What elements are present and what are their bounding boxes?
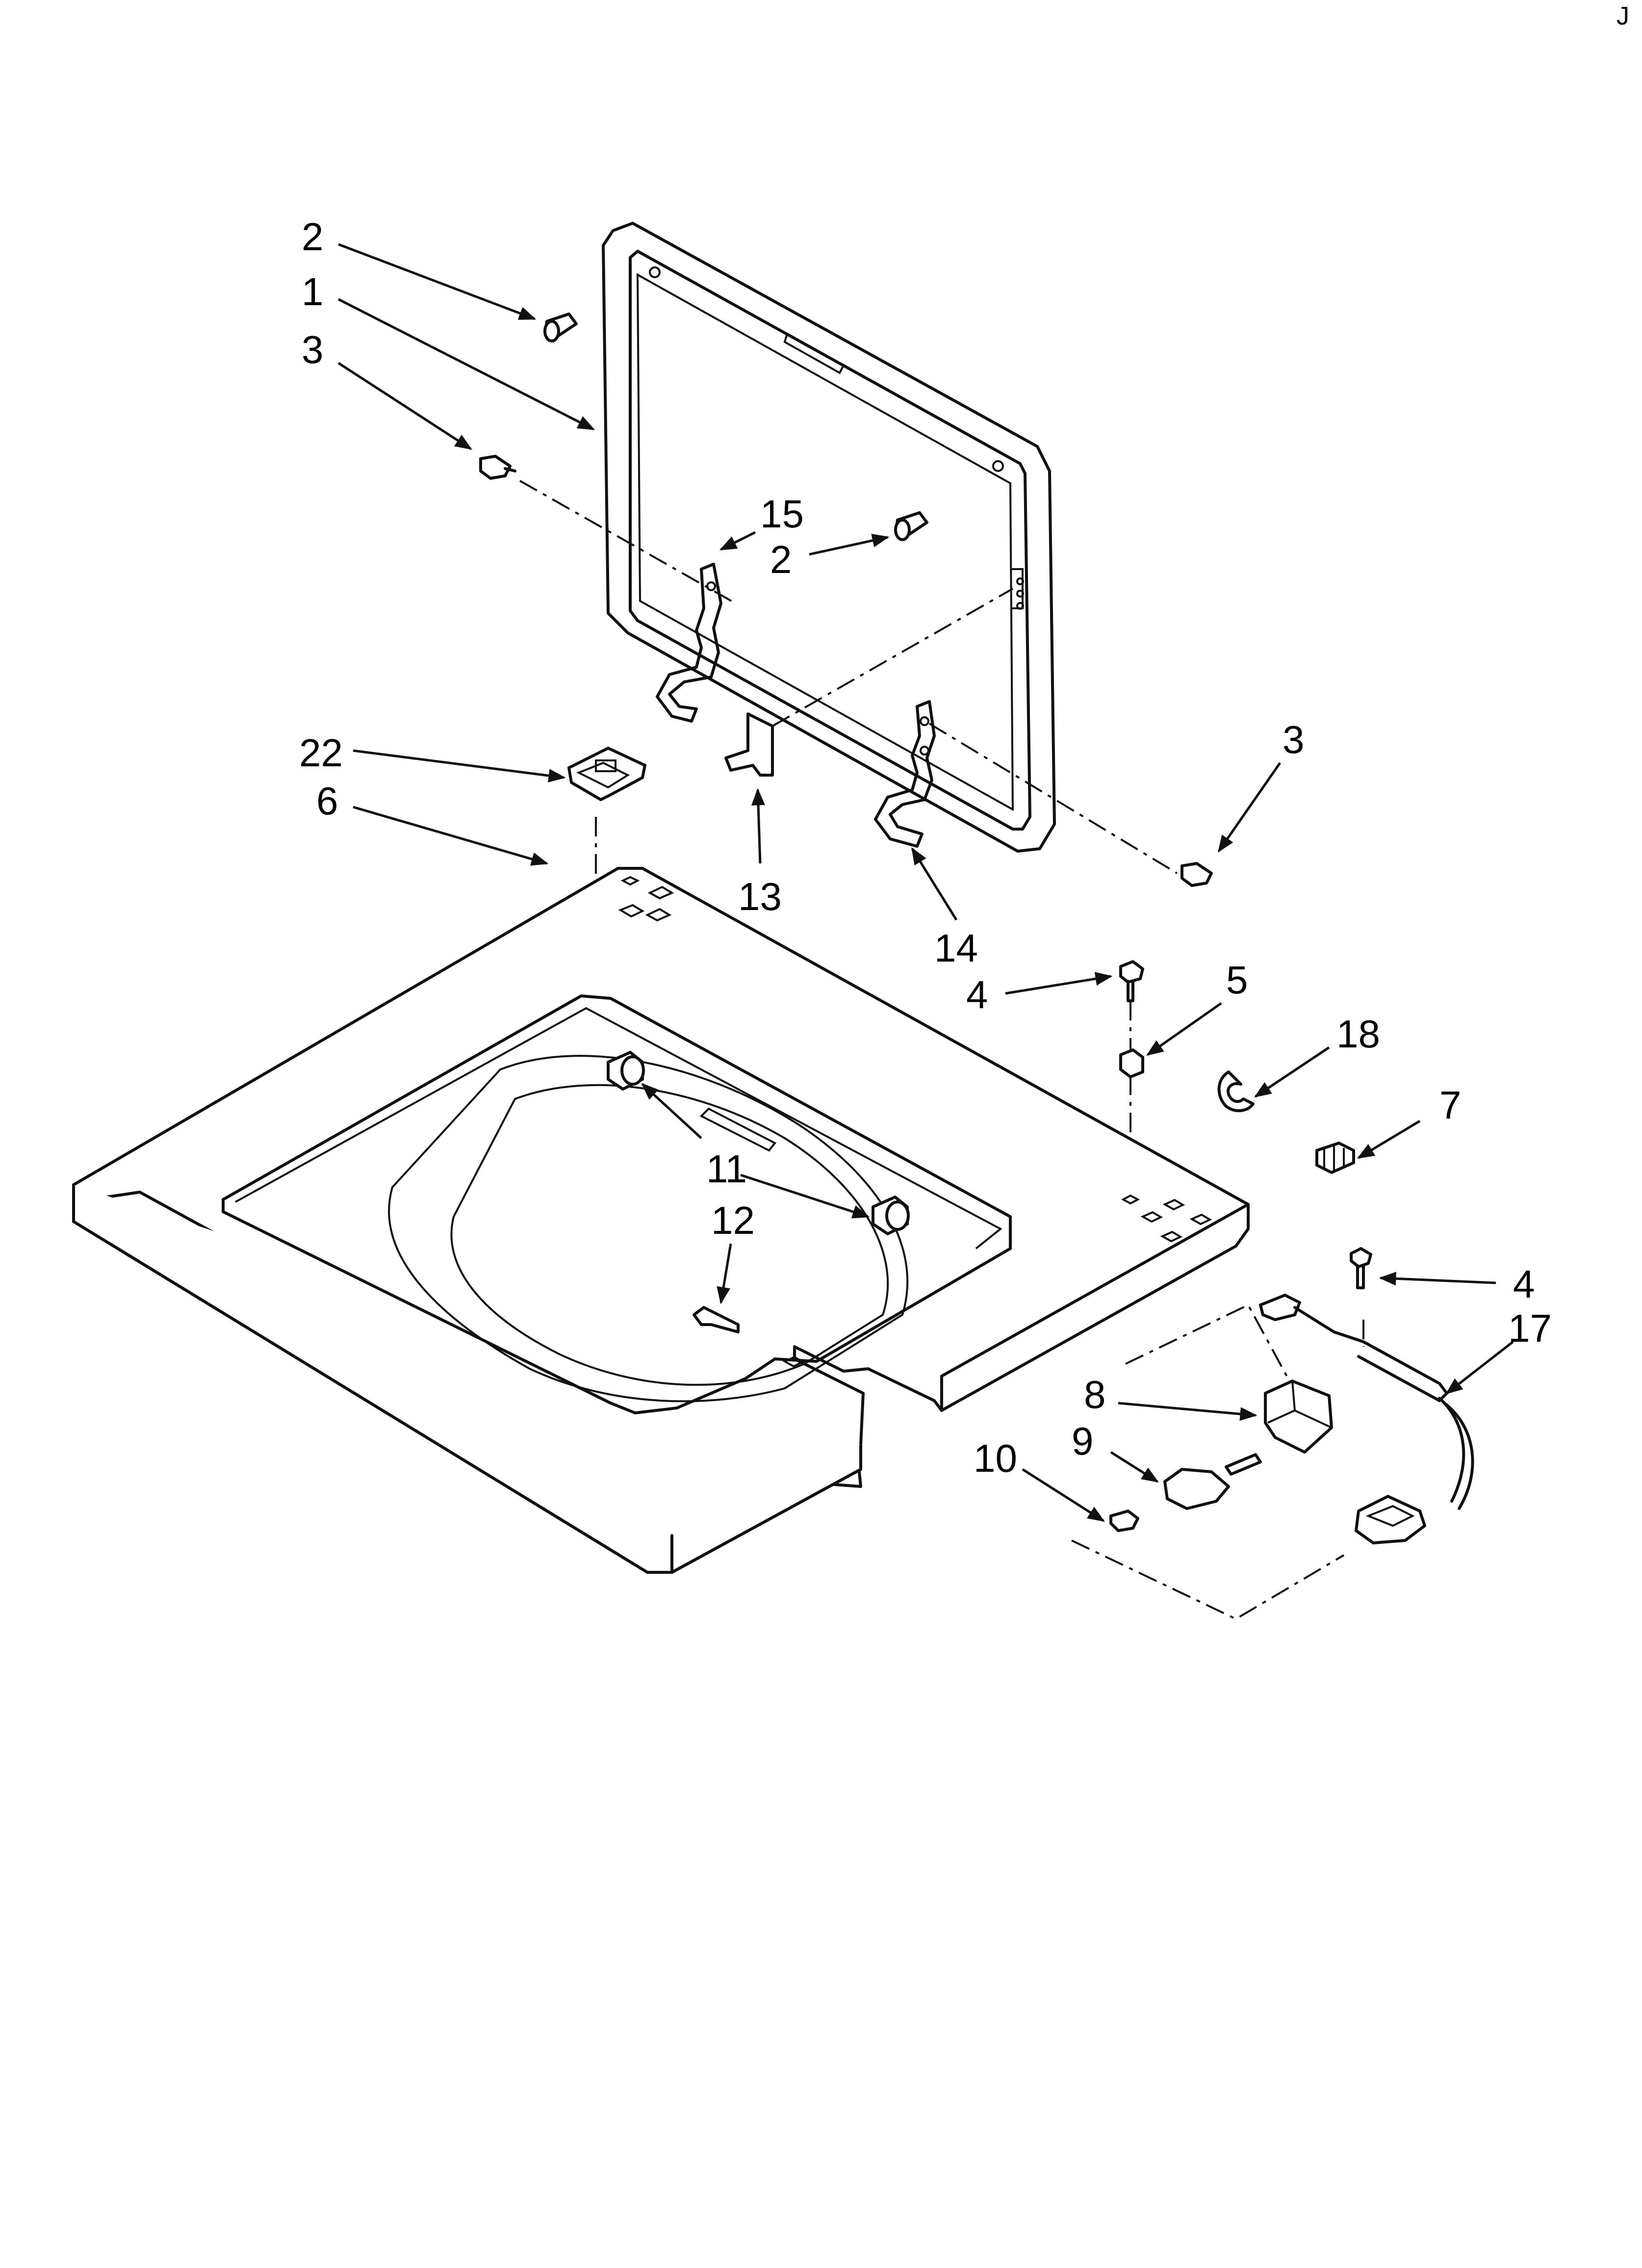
callout-2-top: 2: [302, 215, 324, 259]
callout-3-left: 3: [302, 328, 324, 371]
plunger-9: [1163, 1453, 1262, 1510]
callout-labels: 2 1 3 15 2 3 22 6 13 14 4 5 18 7 11 12 4…: [299, 215, 1552, 1480]
callout-15: 15: [760, 492, 804, 536]
lid-bracket: [724, 712, 774, 777]
tub-bumper-upper: [607, 1051, 645, 1091]
callout-12: 12: [711, 1199, 755, 1242]
callout-4-upper: 4: [966, 973, 988, 1017]
callout-11: 11: [706, 1147, 747, 1191]
hinge-right: [874, 700, 936, 848]
screw-3-right: [1180, 862, 1213, 887]
callout-17: 17: [1508, 1306, 1552, 1350]
corner-mark: J: [1616, 2, 1629, 30]
lid-frame: [602, 222, 1056, 853]
clip-18: [1217, 1070, 1255, 1113]
lid-switch-8: [1264, 1380, 1333, 1454]
callout-14: 14: [934, 926, 978, 970]
callout-leaders: [337, 243, 1514, 1522]
callout-5: 5: [1226, 958, 1248, 1002]
callout-8: 8: [1084, 1373, 1106, 1416]
washer-top: [72, 867, 1250, 1574]
callout-13: 13: [738, 875, 782, 918]
screw-3-left: [479, 455, 516, 480]
callout-7: 7: [1439, 1083, 1462, 1127]
screw-2-middle: [894, 511, 928, 541]
tub-bumper-lower: [872, 1196, 910, 1235]
callout-2-middle: 2: [770, 538, 792, 581]
callout-4-lower: 4: [1513, 1262, 1535, 1306]
screw-2-top: [543, 313, 578, 342]
callout-10: 10: [974, 1436, 1017, 1480]
switch-bracket: [567, 747, 646, 801]
speed-nut-5: [1119, 1048, 1144, 1078]
callout-1: 1: [302, 270, 324, 313]
screw-12: [693, 1306, 740, 1333]
callout-22: 22: [299, 731, 343, 775]
clip-10: [1109, 1510, 1139, 1532]
callout-18: 18: [1336, 1012, 1380, 1056]
lid-switch-harness: [1259, 1294, 1474, 1544]
callout-6: 6: [316, 779, 338, 823]
screw-4-lower: [1350, 1247, 1372, 1289]
connector-7: [1315, 1142, 1355, 1174]
callout-9: 9: [1072, 1419, 1094, 1463]
callout-3-right: 3: [1283, 718, 1305, 761]
screw-4-upper: [1119, 960, 1144, 1002]
